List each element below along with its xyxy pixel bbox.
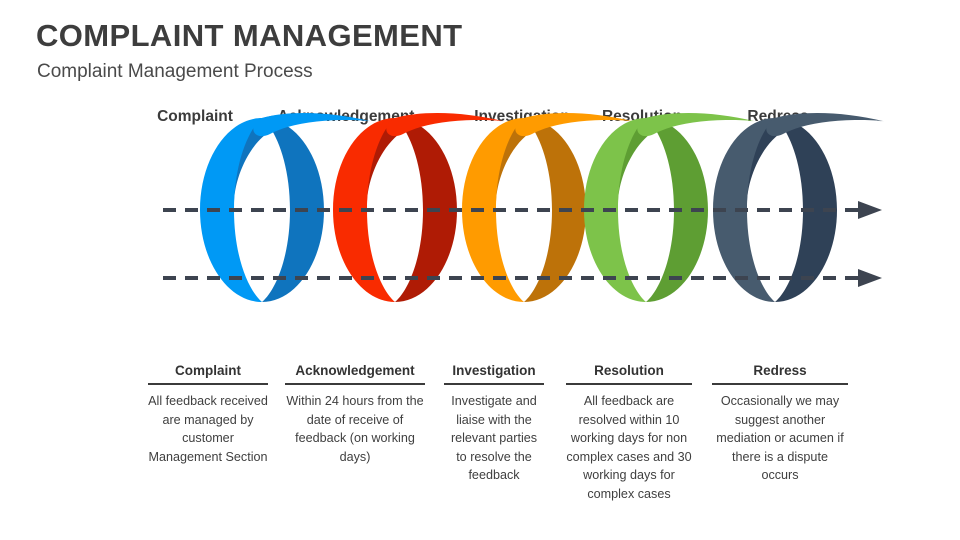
card-rule xyxy=(712,383,848,385)
card-rule xyxy=(285,383,425,385)
guide-line-lower xyxy=(163,269,882,287)
card-title: Acknowledgement xyxy=(295,363,415,378)
top-label-complaint: Complaint xyxy=(157,108,233,125)
process-loop-diagram xyxy=(0,96,960,351)
card-rule xyxy=(444,383,544,385)
card-title: Resolution xyxy=(594,363,664,378)
card-body: All feedback are resolved within 10 work… xyxy=(566,394,692,501)
card-body: All feedback received are managed by cus… xyxy=(148,394,268,464)
guide-line-upper xyxy=(163,201,882,219)
card-title: Investigation xyxy=(452,363,536,378)
card-complaint: Complaint All feedback received are mana… xyxy=(148,362,268,466)
card-title: Complaint xyxy=(175,363,241,378)
description-cards: Complaint All feedback received are mana… xyxy=(0,362,960,540)
card-body: Investigate and liaise with the relevant… xyxy=(450,394,538,482)
card-rule xyxy=(566,383,692,385)
card-body: Occasionally we may suggest another medi… xyxy=(716,394,844,482)
card-title: Redress xyxy=(753,363,807,378)
card-body: Within 24 hours from the date of receive… xyxy=(286,394,424,464)
page-title: COMPLAINT MANAGEMENT xyxy=(36,18,463,53)
card-resolution: Resolution All feedback are resolved wit… xyxy=(566,362,692,503)
page-subtitle: Complaint Management Process xyxy=(37,61,313,82)
card-investigation: Investigation Investigate and liaise wit… xyxy=(444,362,544,485)
arrow-head-lower xyxy=(858,269,882,287)
card-redress: Redress Occasionally we may suggest anot… xyxy=(712,362,848,485)
card-acknowledgement: Acknowledgement Within 24 hours from the… xyxy=(285,362,425,466)
card-rule xyxy=(148,383,268,385)
arrow-head-upper xyxy=(858,201,882,219)
